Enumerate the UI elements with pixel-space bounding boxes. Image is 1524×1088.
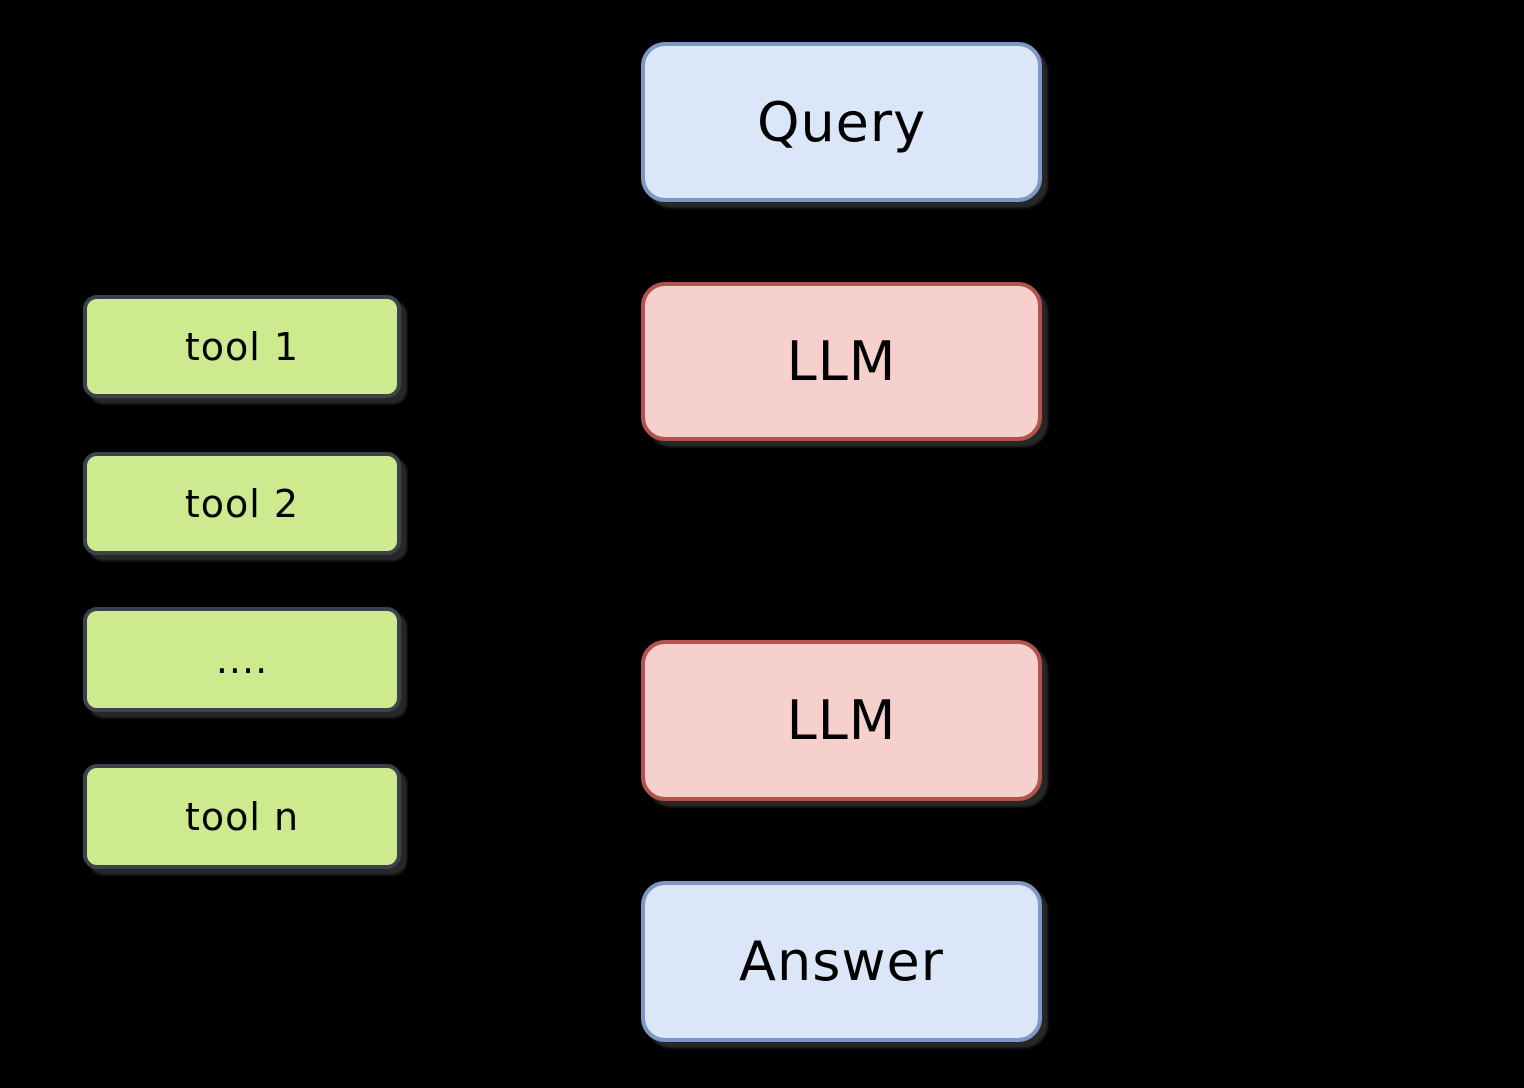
tool-n-node: tool n [83,764,401,869]
tool-1-node: tool 1 [83,295,401,398]
llm-bottom-node-label: LLM [786,689,897,752]
tool-1-node-label: tool 1 [184,324,300,369]
answer-node-label: Answer [739,930,944,993]
llm-bottom-node: LLM [641,640,1042,801]
query-node-label: Query [756,90,927,154]
tool-2-node-label: tool 2 [184,481,300,526]
llm-top-node-label: LLM [786,330,897,393]
tool-ellipsis-node: .... [83,607,401,712]
tool-n-node-label: tool n [184,794,300,839]
tool-2-node: tool 2 [83,452,401,555]
answer-node: Answer [641,881,1042,1042]
tool-ellipsis-node-label: .... [215,637,269,682]
query-node: Query [641,42,1042,202]
llm-top-node: LLM [641,282,1042,441]
